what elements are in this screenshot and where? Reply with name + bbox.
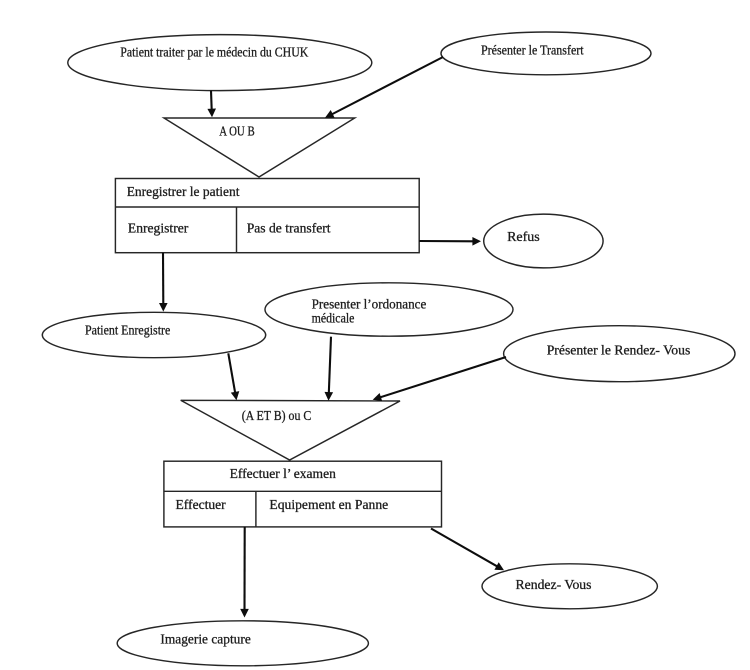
- svg-text:Effectuer l’ examen: Effectuer l’ examen: [230, 467, 336, 482]
- svg-text:Présenter le Transfert: Présenter le Transfert: [481, 44, 584, 59]
- svg-text:A OU B: A OU B: [219, 125, 255, 140]
- svg-text:Enregistrer le patient: Enregistrer le patient: [127, 185, 240, 200]
- svg-text:Pas de transfert: Pas de transfert: [247, 222, 331, 237]
- svg-text:Patient Enregistre: Patient Enregistre: [85, 323, 170, 338]
- svg-text:médicale: médicale: [312, 312, 355, 327]
- svg-text:Equipement en Panne: Equipement en Panne: [269, 498, 388, 513]
- svg-text:Refus: Refus: [507, 230, 540, 245]
- svg-text:Patient traiter par le médecin: Patient traiter par le médecin du CHUK: [120, 46, 308, 61]
- svg-text:Présenter le Rendez- Vous: Présenter le Rendez- Vous: [547, 343, 691, 358]
- svg-text:Effectuer: Effectuer: [176, 498, 227, 513]
- svg-text:Enregistrer: Enregistrer: [128, 222, 189, 237]
- svg-text:(A ET B) ou C: (A ET B) ou C: [242, 409, 312, 424]
- svg-text:Imagerie capture: Imagerie capture: [160, 632, 250, 647]
- svg-text:Presenter l’ordonance: Presenter l’ordonance: [312, 297, 427, 312]
- svg-text:Rendez- Vous: Rendez- Vous: [516, 578, 592, 593]
